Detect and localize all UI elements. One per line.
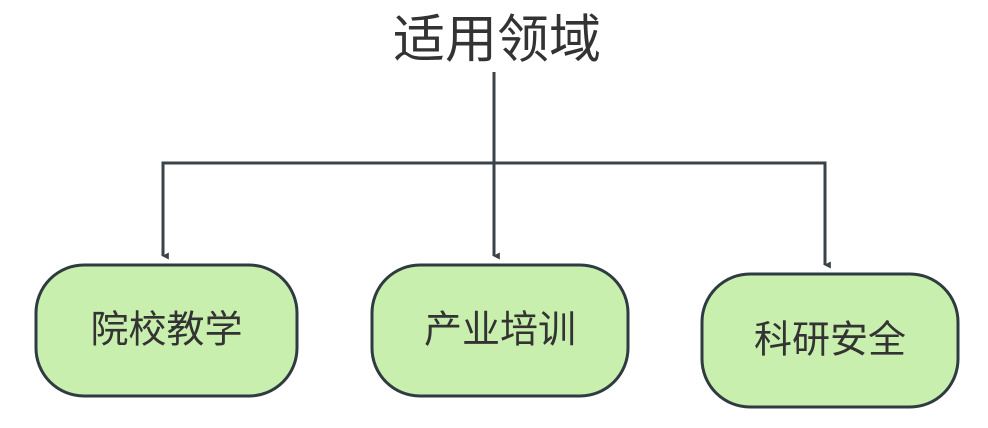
node-1-label: 院校教学 [90, 310, 242, 352]
node-1-shape[interactable] [34, 263, 299, 398]
node-科研安全[interactable]: 科研安全 [700, 272, 960, 409]
node-2-shape[interactable] [370, 263, 630, 398]
node-2-label: 产业培训 [424, 310, 576, 352]
node-3-label: 科研安全 [754, 320, 906, 362]
root-node-label: 适用领域 [393, 12, 601, 70]
node-3-shape[interactable] [700, 272, 960, 409]
node-院校教学[interactable]: 院校教学 [34, 263, 299, 398]
node-产业培训[interactable]: 产业培训 [370, 263, 630, 398]
